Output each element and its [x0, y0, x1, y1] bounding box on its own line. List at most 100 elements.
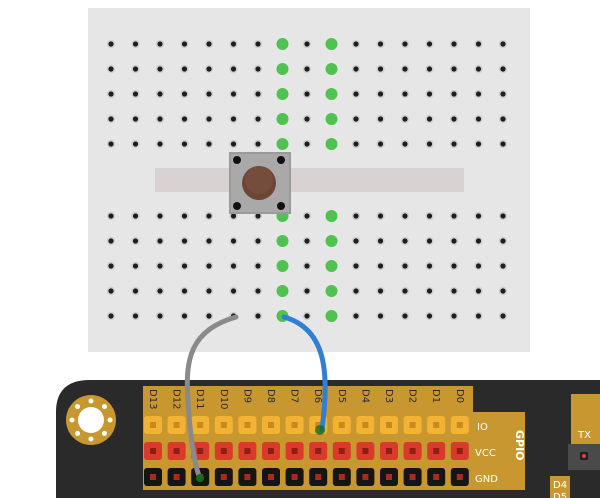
highlight-dot: [276, 285, 289, 297]
breadboard-hole-center: [500, 213, 506, 219]
breadboard-hole-center: [451, 238, 457, 244]
breadboard-hole-center: [402, 263, 408, 269]
pin-label-d6: D6: [312, 389, 323, 403]
highlight-dot: [276, 88, 289, 100]
breadboard-hole-center: [353, 41, 359, 47]
breadboard-hole-center: [426, 91, 433, 97]
breadboard-hole-center: [500, 288, 506, 294]
breadboard-hole-center: [132, 313, 139, 319]
breadboard-hole-center: [402, 116, 408, 122]
breadboard-hole-center: [451, 141, 457, 147]
highlight-dot: [276, 113, 289, 125]
breadboard-hole-center: [426, 213, 433, 219]
pin-label-d4: D4: [359, 389, 370, 403]
highlight-dot: [325, 138, 338, 150]
breadboard-hole-center: [402, 141, 408, 147]
breadboard-hole-center: [108, 141, 114, 147]
tx-panel: [571, 394, 600, 446]
breadboard-hole-center: [181, 41, 188, 47]
highlight-dot: [325, 38, 338, 50]
highlight-dot: [325, 310, 338, 322]
connected-column-highlights: [276, 38, 338, 322]
breadboard-hole-center: [353, 313, 359, 319]
breadboard-hole-center: [426, 263, 433, 269]
breadboard-hole-center: [475, 66, 482, 72]
breadboard-hole-center: [426, 41, 433, 47]
breadboard-hole-center: [402, 313, 408, 319]
breadboard-hole-center: [157, 141, 163, 147]
right-label-d5: D5: [553, 492, 567, 498]
highlight-dot: [325, 63, 338, 75]
breadboard-hole-center: [181, 66, 188, 72]
breadboard-hole-center: [353, 66, 359, 72]
breadboard-hole-center: [206, 213, 212, 219]
breadboard-hole-center: [157, 213, 163, 219]
breadboard-hole-center: [451, 288, 457, 294]
breadboard-hole-center: [500, 263, 506, 269]
breadboard-hole-center: [132, 263, 139, 269]
breadboard-hole-center: [353, 116, 359, 122]
breadboard-hole-center: [377, 41, 384, 47]
breadboard-hole-center: [206, 41, 212, 47]
breadboard-hole-center: [377, 288, 384, 294]
breadboard-hole-center: [500, 141, 506, 147]
breadboard-hole-center: [451, 213, 457, 219]
breadboard-hole-center: [377, 91, 384, 97]
highlight-dot: [276, 235, 289, 247]
highlight-dot: [276, 260, 289, 272]
breadboard-hole-center: [255, 213, 261, 219]
breadboard-hole-center: [206, 263, 212, 269]
highlight-dot: [325, 113, 338, 125]
breadboard-hole-center: [108, 213, 114, 219]
breadboard-hole-center: [157, 66, 163, 72]
highlight-dot: [325, 235, 338, 247]
pin-label-d0: D0: [454, 389, 465, 403]
breadboard-hole-center: [377, 141, 384, 147]
breadboard-hole-center: [255, 288, 261, 294]
breadboard-hole-center: [377, 238, 384, 244]
breadboard-hole-center: [353, 213, 359, 219]
breadboard-hole-center: [451, 66, 457, 72]
breadboard-hole-center: [132, 116, 139, 122]
breadboard-hole-center: [304, 288, 310, 294]
breadboard-hole-center: [157, 288, 163, 294]
pin-label-d7: D7: [289, 389, 300, 403]
breadboard-hole-center: [402, 91, 408, 97]
breadboard-hole-center: [157, 263, 163, 269]
breadboard-hole-center: [181, 263, 188, 269]
row-label-gnd: GND: [475, 474, 498, 485]
breadboard-hole-center: [181, 141, 188, 147]
highlight-dot: [276, 63, 289, 75]
breadboard-hole-center: [181, 213, 188, 219]
breadboard-hole-center: [206, 238, 212, 244]
breadboard-hole-center: [426, 141, 433, 147]
breadboard-hole-center: [206, 91, 212, 97]
wire-gray-end: [196, 474, 204, 482]
breadboard-hole-center: [132, 91, 139, 97]
breadboard-hole-center: [181, 313, 188, 319]
breadboard-hole-center: [206, 116, 212, 122]
breadboard-hole-center: [475, 263, 482, 269]
breadboard-hole-center: [255, 313, 261, 319]
breadboard-hole-center: [132, 141, 139, 147]
breadboard-hole-center: [157, 238, 163, 244]
breadboard-hole-center: [426, 66, 433, 72]
highlight-dot: [325, 260, 338, 272]
breadboard-hole-center: [475, 288, 482, 294]
breadboard-hole-center: [108, 116, 114, 122]
pin-label-d3: D3: [383, 389, 394, 403]
breadboard-hole-center: [402, 213, 408, 219]
breadboard-hole-center: [304, 41, 310, 47]
breadboard-hole-center: [181, 238, 188, 244]
breadboard-hole-center: [426, 116, 433, 122]
pin-label-d9: D9: [241, 389, 252, 403]
breadboard-hole-center: [230, 116, 237, 122]
breadboard-hole-center: [500, 41, 506, 47]
breadboard-hole-center: [475, 41, 482, 47]
breadboard-hole-center: [475, 313, 482, 319]
breadboard-hole-center: [108, 313, 114, 319]
breadboard-hole-center: [108, 91, 114, 97]
breadboard-hole-center: [230, 41, 237, 47]
